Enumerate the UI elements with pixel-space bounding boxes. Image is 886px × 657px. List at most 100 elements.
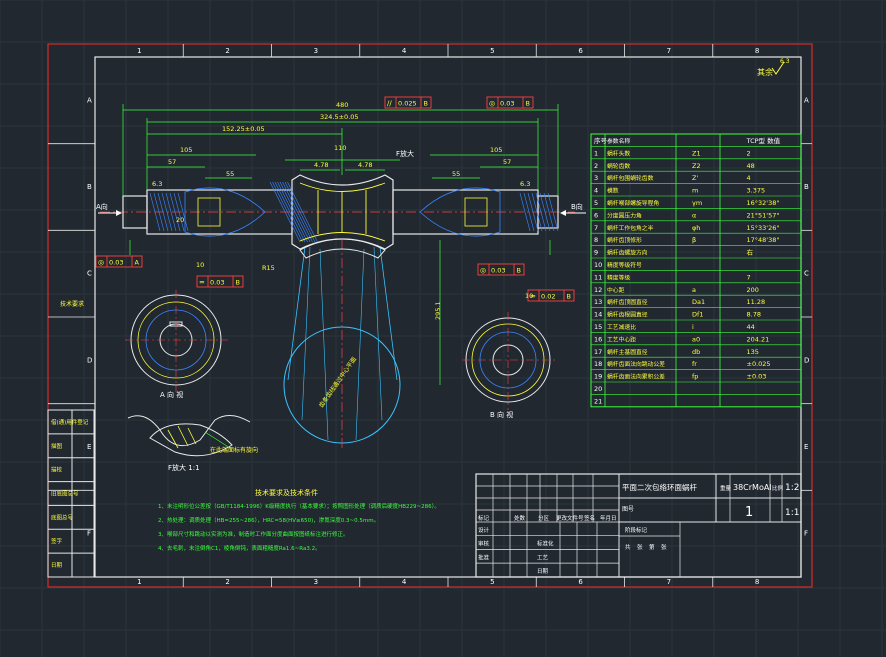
f-detail-view: 在此端面标有旋向 F放大 1:1: [127, 415, 258, 472]
dim-offset: 152.25±0.05: [222, 125, 265, 133]
param-name: 蜗杆包围蜗轮齿数: [607, 174, 654, 182]
param-symbol: β: [692, 236, 696, 244]
param-value: 44: [747, 323, 755, 331]
param-row-no: 16: [594, 335, 602, 343]
zone-col-8: 8: [755, 47, 759, 55]
param-symbol: Z': [692, 174, 698, 182]
param-value: 3.375: [747, 187, 766, 195]
note-line-2: 2、热处理：调质处理（HB=255~286），HRC=58(HV≥650)，渗氮…: [158, 516, 379, 524]
technical-notes: 技术要求及技术条件 1、未注明形位公差按（GB/T1184-1996）K级精度执…: [158, 488, 440, 552]
param-symbol: m: [692, 187, 698, 195]
dim-lh: 6.3: [152, 180, 162, 188]
a-arrow-label: A向: [96, 202, 108, 211]
param-row-no: 18: [594, 360, 602, 368]
param-name: 蜗杆喉部螺旋导程角: [607, 199, 659, 207]
param-value: 204.21: [747, 335, 770, 343]
param-value: 2: [747, 149, 751, 157]
tol-symbol: =: [530, 293, 536, 301]
a-view-label: A 向 视: [160, 390, 183, 399]
tol-datum: B: [567, 293, 571, 301]
tol-symbol: ◎: [489, 100, 495, 108]
dim-total: 480: [336, 101, 348, 109]
dim-angle-right: 10: [525, 292, 533, 300]
side-label: 技术要求: [60, 300, 84, 308]
scale-2: 1:1: [785, 508, 799, 518]
param-symbol: φh: [692, 224, 700, 232]
zone-col-1: 1: [137, 47, 141, 55]
stage-label: 阶段标记: [625, 526, 648, 534]
role-right-label: 标准化: [537, 540, 554, 548]
param-name: 精度等级符号: [607, 261, 642, 269]
param-value: 17°48'38": [747, 236, 780, 244]
tol-datum: A: [135, 259, 140, 267]
b-arrow-label: B向: [571, 202, 583, 211]
change-header: 签名: [584, 514, 595, 522]
tol-value: 0.03: [491, 267, 505, 275]
param-value: 21°51'57": [747, 211, 780, 219]
ratio-label: 比例: [772, 484, 784, 492]
param-row-no: 15: [594, 323, 602, 331]
zone-row-right-D: D: [804, 356, 809, 364]
change-header: 更改文件号: [556, 514, 584, 522]
qty: 1: [745, 505, 753, 520]
dim-left-55: 55: [226, 170, 234, 178]
zone-col-3: 3: [314, 47, 318, 55]
param-name: 蜗杆工作包角之半: [607, 224, 654, 232]
tol-symbol: ◎: [480, 267, 486, 275]
change-header: 标记: [478, 514, 490, 522]
left-block-item: 日期: [51, 562, 63, 569]
role-label: 批准: [478, 553, 490, 561]
roughness-label: 其余: [757, 67, 773, 77]
param-symbol: fp: [692, 373, 698, 381]
rack-note: 齿条齿线通过中心平面: [317, 355, 358, 409]
zone-col-2: 2: [225, 47, 229, 55]
sheet-count: 共: [625, 543, 631, 551]
roughness-value: 6.3: [780, 58, 790, 65]
param-name: 模数: [607, 187, 619, 195]
left-block-item: 描校: [51, 466, 63, 474]
param-value: 11.28: [747, 298, 766, 306]
f-detail-label: F放大: [396, 149, 414, 158]
tol-symbol: ◎: [98, 259, 104, 267]
param-name: 蜗杆头数: [607, 149, 630, 157]
role-right-label: 工艺: [537, 554, 549, 561]
param-value: ±0.025: [747, 360, 771, 368]
param-row-no: 12: [594, 286, 602, 294]
param-name: 蜗杆齿顶圆直径: [607, 298, 648, 306]
param-name: 参数名称: [607, 137, 630, 145]
tol-value: 0.03: [109, 259, 123, 267]
zone-row-right-E: E: [804, 443, 808, 451]
weight-label: 重量: [720, 484, 732, 492]
role-label: 设计: [478, 526, 490, 534]
zone-row-right-C: C: [804, 270, 809, 278]
param-symbol: Z1: [692, 149, 701, 157]
param-row-no: 20: [594, 385, 602, 393]
zone-col-8: 8: [755, 578, 759, 586]
tol-value: 0.03: [500, 100, 514, 108]
param-row-no: 13: [594, 298, 602, 306]
sheet-count: 张: [637, 543, 643, 551]
left-block-item: 描图: [51, 442, 63, 450]
zone-col-1: 1: [137, 578, 141, 586]
tol-value: 0.02: [541, 293, 555, 301]
material: 38CrMoAl: [733, 483, 772, 492]
param-row-no: 14: [594, 311, 602, 319]
left-filing-block: [47, 409, 95, 578]
zone-col-2: 2: [225, 578, 229, 586]
param-symbol: Df1: [692, 311, 703, 319]
change-header: 分区: [538, 514, 550, 522]
note-line-4: 4、去毛刺，未注倒角C1，棱角倒钝，表面粗糙度Ra1.6~Ra3.2。: [158, 544, 321, 552]
param-name: 蜗杆齿根圆直径: [607, 311, 648, 319]
param-value: ±0.03: [747, 373, 767, 381]
dim-center: 110: [334, 144, 346, 152]
